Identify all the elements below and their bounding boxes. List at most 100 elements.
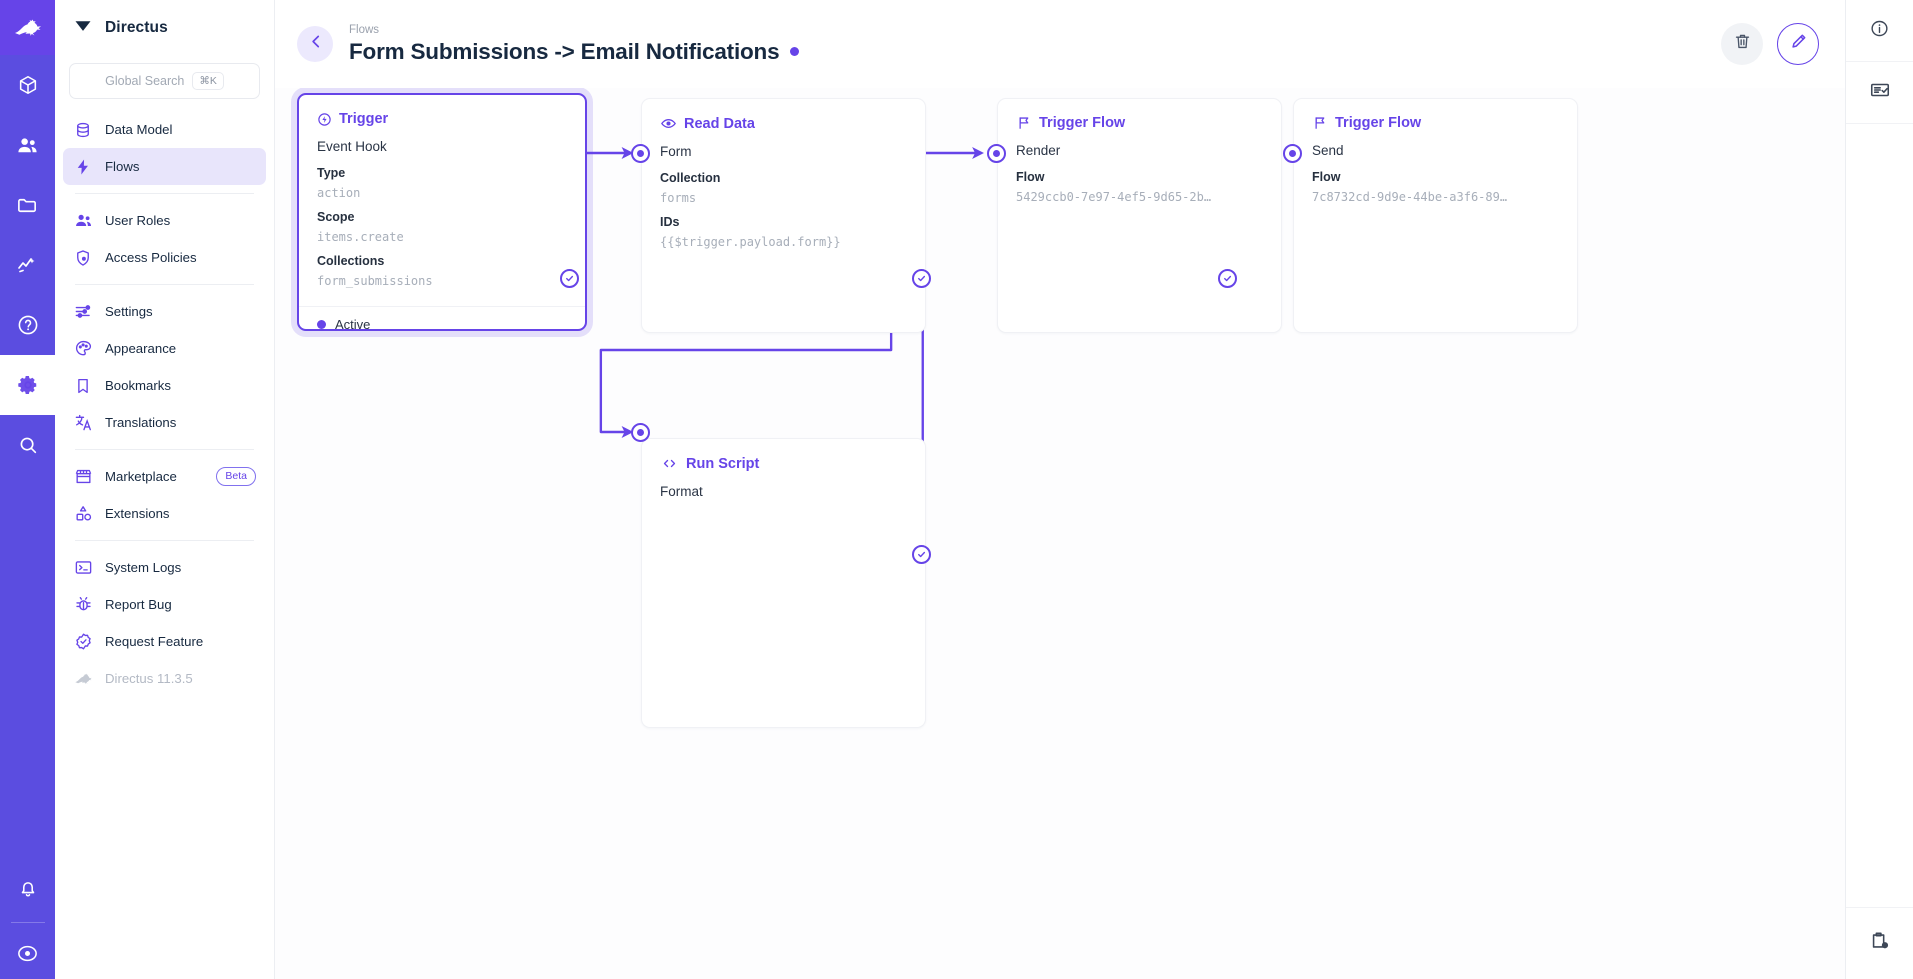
edge-arrow-render	[972, 147, 984, 159]
info-sidebar-button[interactable]	[1845, 0, 1913, 62]
rail-item-settings[interactable]	[0, 355, 55, 415]
sidebar-item-appearance[interactable]: Appearance	[63, 330, 266, 367]
breadcrumb[interactable]: Flows	[349, 24, 380, 37]
global-search-wrap: Global Search ⌘K	[55, 55, 274, 105]
module-rail	[0, 0, 55, 979]
sidebar-item-translations[interactable]: Translations	[63, 404, 266, 441]
flow-node-run-script[interactable]: Run Script Format	[641, 438, 926, 728]
list-check-icon	[1869, 79, 1891, 106]
node-name: Event Hook	[317, 139, 387, 154]
logs-sidebar-button[interactable]	[1845, 62, 1913, 124]
user-circle-icon	[16, 942, 39, 965]
sidebar-item-extensions[interactable]: Extensions	[63, 495, 266, 532]
rabbit-icon	[73, 669, 93, 689]
sidebar-item-label: Settings	[105, 304, 153, 319]
clipboard-clock-icon	[1869, 930, 1891, 957]
field-value: action	[317, 185, 361, 200]
node-port-input-run-script[interactable]	[631, 423, 650, 442]
node-port-output-trigger-flow-render[interactable]	[1218, 269, 1237, 288]
node-port-input-trigger-flow-send[interactable]	[1283, 144, 1302, 163]
trigger-icon	[317, 112, 332, 127]
sidebar-item-system-logs[interactable]: System Logs	[63, 549, 266, 586]
node-port-output-run-script[interactable]	[912, 545, 931, 564]
directus-mark-icon	[73, 15, 93, 40]
node-port-output-read-data[interactable]	[912, 269, 931, 288]
search-icon	[17, 434, 39, 456]
sidebar-item-label: Marketplace	[105, 469, 177, 484]
node-body: Form Collection forms IDs {{$trigger.pay…	[642, 142, 925, 267]
settings-sidebar: Directus Global Search ⌘K Data Model Flo…	[55, 0, 275, 979]
rail-item-documentation[interactable]	[0, 295, 55, 355]
global-search-input[interactable]: Global Search ⌘K	[69, 63, 260, 99]
sidebar-item-label: Request Feature	[105, 634, 204, 649]
sidebar-item-user-roles[interactable]: User Roles	[63, 202, 266, 239]
field-label: Collection	[660, 171, 721, 186]
flow-node-trigger-flow-render[interactable]: Trigger Flow Render Flow 5429ccb0-7e97-4…	[997, 98, 1282, 333]
shield-lock-icon	[73, 248, 93, 268]
edit-flow-button[interactable]	[1777, 23, 1819, 65]
sidebar-item-label: Directus 11.3.5	[105, 671, 193, 686]
sidebar-item-label: Extensions	[105, 506, 170, 521]
palette-icon	[73, 339, 93, 359]
sidebar-item-request-feature[interactable]: Request Feature	[63, 623, 266, 660]
right-sidebar	[1845, 0, 1913, 979]
field-label: Collections	[317, 254, 385, 269]
field-value: 7c8732cd-9d9e-44be-a3f6-89…	[1312, 189, 1508, 204]
marketplace-beta-badge: Beta	[216, 466, 256, 487]
node-port-input-read-data[interactable]	[631, 144, 650, 163]
node-status-footer: Active	[299, 306, 585, 342]
node-body: Send Flow 7c8732cd-9d9e-44be-a3f6-89…	[1294, 141, 1577, 222]
users-icon	[73, 211, 93, 231]
sidebar-item-report-bug[interactable]: Report Bug	[63, 586, 266, 623]
back-button[interactable]	[297, 26, 333, 62]
flow-canvas[interactable]: Trigger Event Hook Type action Scope ite…	[275, 88, 1845, 979]
node-type-label: Run Script	[686, 455, 760, 472]
bolt-icon	[73, 157, 93, 177]
users-icon	[16, 134, 39, 157]
sidebar-item-bookmarks[interactable]: Bookmarks	[63, 367, 266, 404]
field-value: items.create	[317, 229, 404, 244]
sidebar-item-label: Flows	[105, 159, 140, 174]
rail-item-user-directory[interactable]	[0, 115, 55, 175]
status-badge	[790, 47, 800, 57]
flow-node-trigger[interactable]: Trigger Event Hook Type action Scope ite…	[297, 93, 587, 332]
flow-node-read-data[interactable]: Read Data Form Collection forms IDs {{$t…	[641, 98, 926, 333]
brand-name: Directus	[105, 18, 168, 36]
extensions-icon	[73, 504, 93, 524]
sidebar-item-label: Appearance	[105, 341, 177, 356]
sidebar-divider	[75, 449, 254, 450]
sidebar-item-access-policies[interactable]: Access Policies	[63, 239, 266, 276]
status-dot-icon	[317, 320, 326, 330]
node-name: Form	[660, 144, 692, 159]
sidebar-item-marketplace[interactable]: Marketplace Beta	[63, 458, 266, 495]
node-name: Render	[1016, 143, 1061, 158]
flow-node-trigger-flow-send[interactable]: Trigger Flow Send Flow 7c8732cd-9d9e-44b…	[1293, 98, 1578, 333]
sidebar-item-flows[interactable]: Flows	[63, 148, 266, 185]
sidebar-item-version: Directus 11.3.5	[63, 660, 266, 697]
flow-runs-button[interactable]	[1845, 907, 1913, 979]
field-label: Flow	[1016, 170, 1045, 185]
field-label: Scope	[317, 210, 355, 225]
rail-item-notifications[interactable]	[0, 858, 55, 918]
title-block: Flows Form Submissions -> Email Notifica…	[349, 23, 800, 65]
node-body: Format	[642, 482, 925, 519]
sidebar-divider	[75, 193, 254, 194]
node-type-label: Trigger Flow	[1039, 115, 1126, 131]
rail-item-file-library[interactable]	[0, 175, 55, 235]
node-type-header: Trigger	[299, 95, 585, 137]
rail-item-content[interactable]	[0, 55, 55, 115]
store-icon	[73, 467, 93, 487]
rail-item-search[interactable]	[0, 415, 55, 475]
sidebar-item-data-model[interactable]: Data Model	[63, 111, 266, 148]
delete-flow-button[interactable]	[1721, 23, 1763, 65]
rail-item-insights[interactable]	[0, 235, 55, 295]
rail-item-account[interactable]	[0, 927, 55, 979]
node-port-input-trigger-flow-render[interactable]	[987, 144, 1006, 163]
directus-logo-icon[interactable]	[0, 0, 55, 55]
header-actions	[1721, 23, 1819, 65]
sidebar-item-settings[interactable]: Settings	[63, 293, 266, 330]
trash-icon	[1733, 32, 1752, 56]
database-icon	[73, 120, 93, 140]
node-port-output-trigger[interactable]	[560, 269, 579, 288]
